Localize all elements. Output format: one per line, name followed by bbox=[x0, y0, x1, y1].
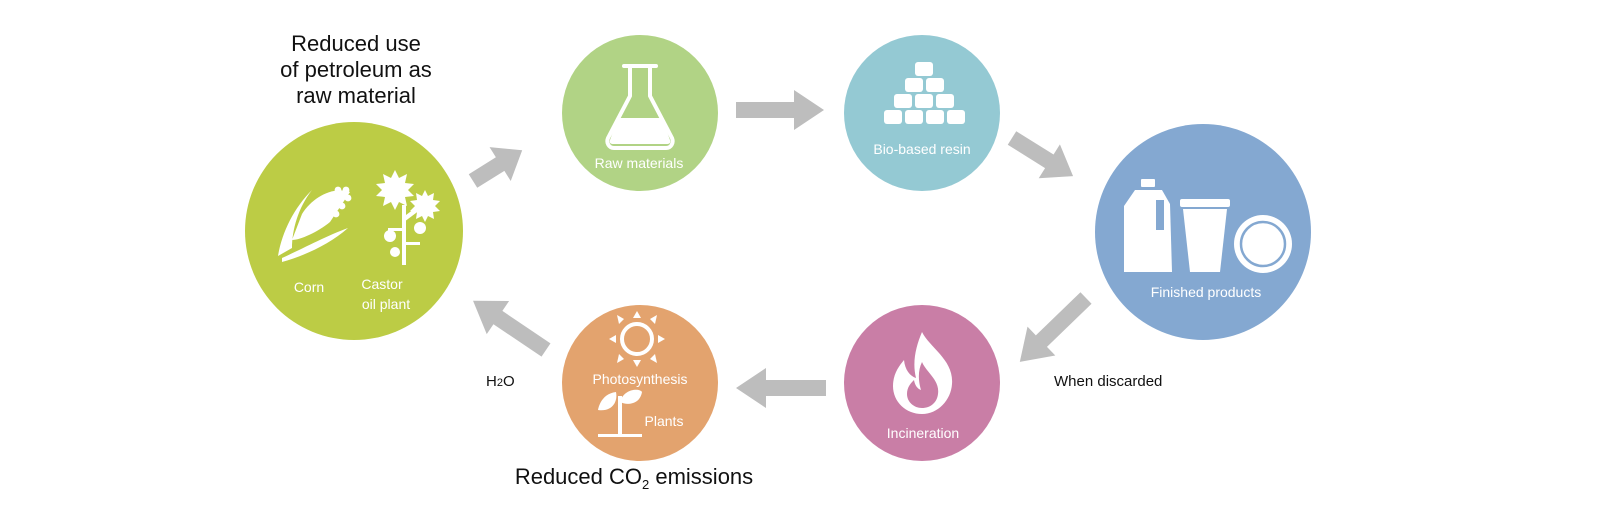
sources-circle bbox=[245, 122, 463, 340]
flask-icon bbox=[605, 64, 675, 150]
arrow-raw-to-resin bbox=[736, 90, 824, 130]
h2o-label: H2O bbox=[486, 373, 515, 390]
castor-label-line2: oil plant bbox=[362, 296, 410, 312]
photosynthesis-label: Photosynthesis bbox=[593, 371, 688, 387]
incineration-circle bbox=[844, 305, 1000, 461]
arrow-sources-to-raw bbox=[468, 147, 523, 188]
corn-icon bbox=[278, 186, 352, 262]
resin-label: Bio-based resin bbox=[873, 141, 970, 157]
cup-icon bbox=[1180, 199, 1230, 272]
petroleum-heading-line1: Reduced use bbox=[291, 31, 421, 56]
bottle-handle bbox=[1156, 200, 1164, 230]
plants-circle bbox=[562, 305, 718, 461]
petroleum-heading-line2: of petroleum as bbox=[280, 57, 432, 82]
flame-icon bbox=[893, 332, 953, 414]
petroleum-heading: Reduced use of petroleum as raw material bbox=[280, 31, 432, 108]
sprout-icon bbox=[598, 389, 642, 437]
plants-label: Plants bbox=[645, 413, 684, 429]
flask-liquid bbox=[609, 118, 671, 144]
products-label: Finished products bbox=[1151, 284, 1262, 300]
petroleum-heading-line3: raw material bbox=[296, 83, 416, 108]
arrow-incineration-to-plants bbox=[736, 368, 826, 408]
node-bio-based-resin: Bio-based resin bbox=[844, 35, 1000, 191]
arrow-plants-to-sources bbox=[473, 300, 551, 357]
co2-heading: Reduced CO2 emissions bbox=[515, 464, 753, 492]
sun-icon bbox=[609, 311, 665, 367]
raw-materials-circle bbox=[562, 35, 718, 191]
plate-icon bbox=[1234, 215, 1292, 273]
arrow-products-to-incineration bbox=[1019, 292, 1092, 362]
node-raw-materials: Raw materials bbox=[562, 35, 718, 191]
castor-oil-plant-icon bbox=[376, 170, 440, 265]
node-plants: Photosynthesis Plants bbox=[562, 305, 718, 461]
incineration-label: Incineration bbox=[887, 425, 959, 441]
node-finished-products: Finished products bbox=[1095, 124, 1311, 340]
corn-label: Corn bbox=[294, 279, 324, 295]
node-incineration: Incineration bbox=[844, 305, 1000, 461]
flow-arrows bbox=[468, 90, 1092, 408]
raw-materials-label: Raw materials bbox=[595, 155, 684, 171]
node-sources: Corn Castor oil plant bbox=[245, 122, 463, 340]
resin-pellets-icon bbox=[884, 62, 965, 124]
arrow-resin-to-products bbox=[1007, 131, 1074, 179]
when-discarded-label: When discarded bbox=[1054, 373, 1162, 390]
castor-label-line1: Castor bbox=[361, 276, 403, 292]
